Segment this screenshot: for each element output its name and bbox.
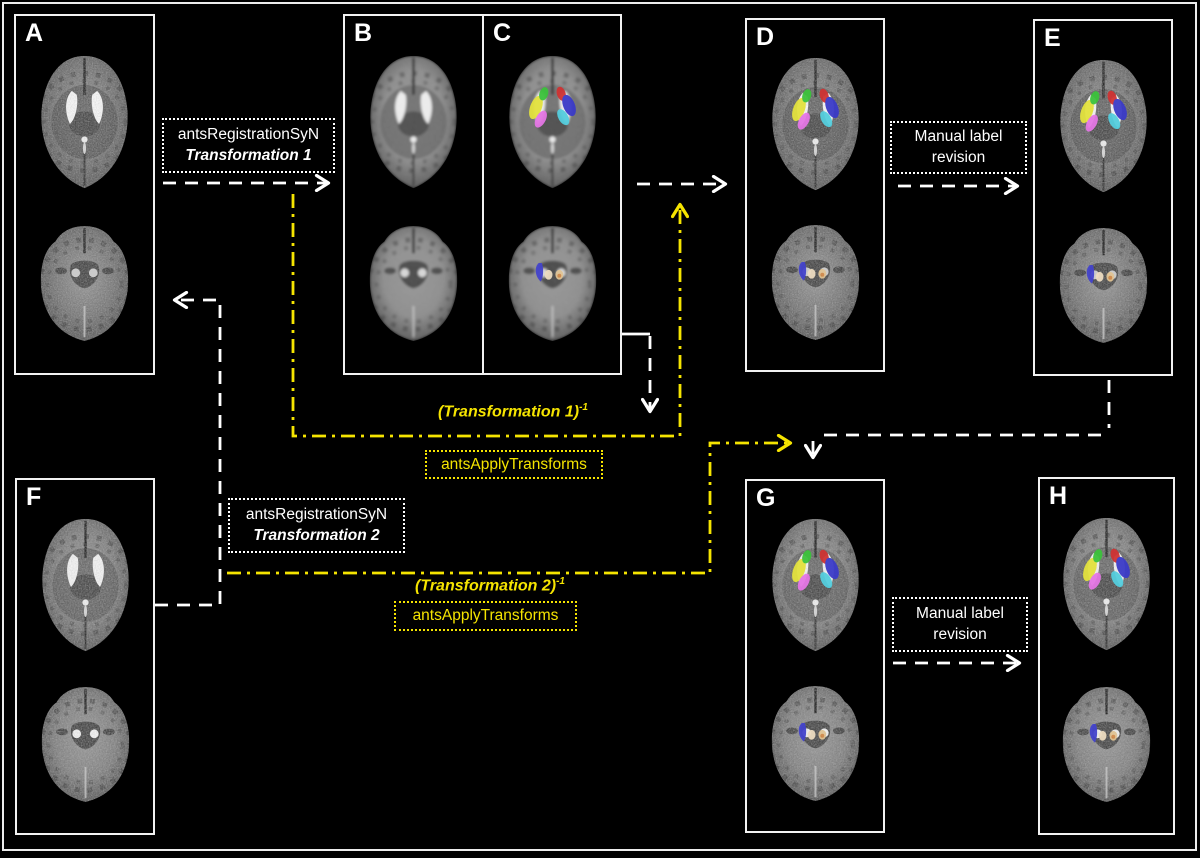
manual-top-line1: Manual label [914, 127, 1003, 145]
inverse-transformation-2-label: (Transformation 2)-1 [415, 576, 565, 595]
panel-h: H [1038, 477, 1175, 835]
inverse-transformation-1-label: (Transformation 1)-1 [438, 402, 588, 421]
brain-axial-upper-labeled [1045, 54, 1162, 200]
apply-transforms-box-2: antsApplyTransforms [394, 601, 577, 631]
panel-a: A [14, 14, 155, 375]
panel-letter-a: A [25, 19, 44, 47]
panel-letter-e: E [1044, 24, 1061, 52]
panel-letter-b: B [354, 19, 373, 47]
panel-letter-c: C [493, 19, 512, 47]
brain-axial-lower [27, 677, 144, 814]
panel-letter-h: H [1049, 482, 1068, 510]
registration2-line2: Transformation 2 [253, 526, 380, 544]
registration1-line1: antsRegistrationSyN [177, 125, 320, 143]
brain-axial-upper-labeled [494, 50, 611, 196]
panel-e: E [1033, 19, 1173, 376]
brain-axial-lower [355, 216, 472, 353]
panel-b: B [343, 14, 484, 375]
panel-letter-d: D [756, 23, 775, 51]
manual-top-line2: revision [931, 148, 986, 166]
brain-axial-upper [355, 50, 472, 196]
registration2-line1: antsRegistrationSyN [245, 505, 388, 523]
brain-axial-lower-labeled [494, 216, 611, 353]
process-box-manual-revision-bottom: Manual label revision [892, 597, 1028, 652]
registration1-line2: Transformation 1 [185, 146, 312, 164]
apply-transforms-box-1: antsApplyTransforms [425, 450, 603, 479]
brain-axial-upper [26, 50, 143, 196]
panel-d: D [745, 18, 885, 372]
brain-axial-lower-labeled [757, 215, 874, 352]
brain-axial-lower-labeled [757, 676, 874, 813]
process-box-registration-1: antsRegistrationSyN Transformation 1 [162, 118, 335, 173]
manual-bottom-line2: revision [933, 625, 987, 643]
brain-axial-upper-labeled [757, 513, 874, 659]
panel-letter-f: F [26, 483, 42, 511]
brain-axial-upper-labeled [1048, 512, 1165, 658]
brain-axial-lower-labeled [1045, 218, 1162, 355]
panel-letter-g: G [756, 484, 776, 512]
arrow-f-to-a [155, 300, 222, 607]
manual-bottom-line1: Manual label [916, 604, 1004, 622]
brain-axial-lower [26, 216, 143, 353]
brain-axial-upper-labeled [757, 52, 874, 198]
brain-axial-lower-labeled [1048, 677, 1165, 814]
panel-f: F [15, 478, 155, 835]
process-box-manual-revision-top: Manual label revision [890, 121, 1027, 174]
panel-c: C [484, 14, 622, 375]
panel-g: G [745, 479, 885, 833]
process-box-registration-2: antsRegistrationSyN Transformation 2 [228, 498, 405, 553]
brain-axial-upper [27, 513, 144, 659]
